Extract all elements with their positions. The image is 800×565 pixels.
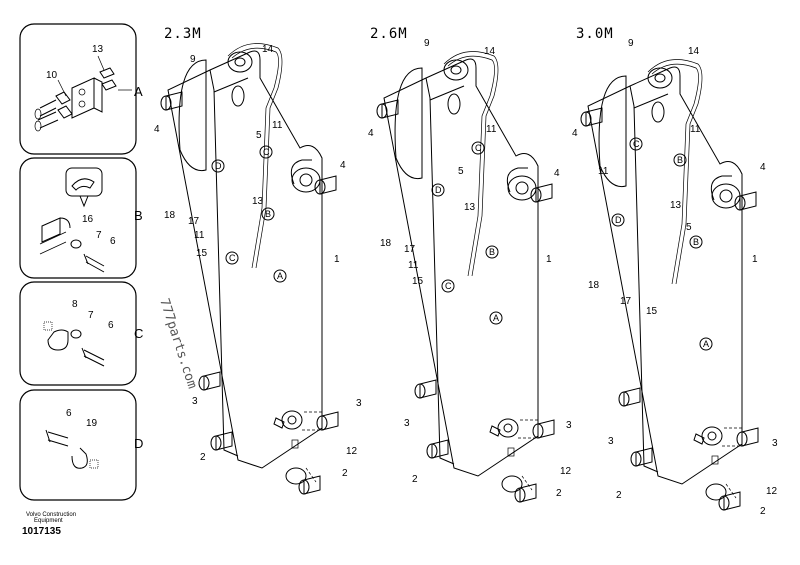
document-number: 1017135: [22, 526, 61, 537]
v3-label-13: 13: [670, 200, 682, 211]
arm-variant-2: 9 14 4 11 C 5 D 13 4 18 17 B 11 15 C A 1…: [368, 38, 572, 503]
panel-a-part-13: 13: [92, 44, 104, 55]
v1-label-17: 17: [188, 216, 200, 227]
brand-line-1: Volvo Construction: [26, 512, 76, 518]
side-panel-a: 13 10 A: [19, 23, 143, 155]
v3-callout-d: D: [615, 215, 622, 225]
v3-callout-c: C: [633, 139, 640, 149]
watermark: 777parts.com: [156, 297, 199, 391]
v3-label-17: 17: [620, 296, 632, 307]
v3-label-4b: 4: [760, 162, 766, 173]
panel-b-letter: B: [134, 208, 143, 223]
v2-callout-a: A: [493, 313, 499, 323]
panel-b-part-16: 16: [82, 214, 94, 225]
v2-callout-c2: C: [445, 281, 452, 291]
panel-b-part-7: 7: [96, 230, 102, 241]
v3-label-11a: 11: [690, 124, 701, 135]
v1-label-15: 15: [196, 248, 208, 259]
side-panel-b: 16 7 6 B: [19, 157, 143, 279]
v3-label-9: 9: [628, 38, 634, 49]
v2-label-4a: 4: [368, 128, 374, 139]
v1-callout-c1: C: [263, 147, 270, 157]
v1-label-4a: 4: [154, 124, 160, 135]
variant-title-2: 2.6M: [370, 26, 408, 42]
v1-label-11a: 11: [272, 120, 283, 131]
v2-label-18: 18: [380, 238, 392, 249]
v3-label-12: 12: [766, 486, 778, 497]
v2-label-14: 14: [484, 46, 496, 57]
v2-label-2b: 2: [556, 488, 562, 499]
v2-callout-b: B: [489, 247, 495, 257]
v1-label-9: 9: [190, 54, 196, 65]
v2-callout-d: D: [435, 185, 442, 195]
v1-label-11b: 11: [194, 230, 205, 241]
v1-label-2a: 2: [200, 452, 206, 463]
v3-label-1: 1: [752, 254, 758, 265]
arm-variant-3: 9 14 4 11 C B 11 4 13 D 5 B 18 17 15 A 1…: [572, 38, 778, 517]
v1-label-2b: 2: [342, 468, 348, 479]
panel-a-part-10: 10: [46, 70, 58, 81]
panel-d-part-19: 19: [86, 418, 98, 429]
variant-title-1: 2.3M: [164, 26, 202, 42]
v2-label-1: 1: [546, 254, 552, 265]
v1-callout-d: D: [215, 161, 222, 171]
v1-callout-a: A: [277, 271, 283, 281]
v3-label-2b: 2: [760, 506, 766, 517]
v1-label-12: 12: [346, 446, 358, 457]
v3-label-2a: 2: [616, 490, 622, 501]
v1-label-4b: 4: [340, 160, 346, 171]
v2-label-11a: 11: [486, 124, 497, 135]
v3-callout-a: A: [703, 339, 709, 349]
v2-label-11b: 11: [408, 260, 419, 271]
v3-label-18: 18: [588, 280, 600, 291]
v3-label-3b: 3: [772, 438, 778, 449]
v1-label-3a: 3: [192, 396, 198, 407]
v3-callout-b1: B: [677, 155, 683, 165]
v2-callout-c1: C: [475, 143, 482, 153]
v1-label-1: 1: [334, 254, 340, 265]
v1-callout-b: B: [265, 209, 271, 219]
v3-label-3a: 3: [608, 436, 614, 447]
panel-b-part-6: 6: [110, 236, 116, 247]
panel-d-part-6: 6: [66, 408, 72, 419]
v1-callout-c2: C: [229, 253, 236, 263]
panel-c-part-8: 8: [72, 299, 78, 310]
panel-a-letter: A: [134, 84, 143, 99]
panel-c-letter: C: [134, 326, 143, 341]
panel-c-part-6: 6: [108, 320, 114, 331]
v3-label-4a: 4: [572, 128, 578, 139]
v3-callout-b2: B: [693, 237, 699, 247]
v3-label-14: 14: [688, 46, 700, 57]
brand-line-2: Equipment: [34, 518, 63, 524]
arm-variant-1: 9 14 4 11 5 C D 13 4 18 17 11 B 15 A C 1…: [154, 43, 362, 495]
v2-label-4b: 4: [554, 168, 560, 179]
v2-label-12: 12: [560, 466, 572, 477]
v2-label-3b: 3: [566, 420, 572, 431]
variant-title-3: 3.0M: [576, 26, 614, 42]
v1-label-18: 18: [164, 210, 176, 221]
v3-label-15: 15: [646, 306, 658, 317]
panel-d-letter: D: [134, 436, 143, 451]
v2-label-9: 9: [424, 38, 430, 49]
side-panel-d: 6 19 D: [19, 389, 143, 501]
side-panel-c: 8 7 6 C: [19, 281, 143, 386]
v1-label-5: 5: [256, 130, 262, 141]
v2-label-15: 15: [412, 276, 424, 287]
panel-c-part-7: 7: [88, 310, 94, 321]
v3-label-5: 5: [686, 222, 692, 233]
v2-label-3a: 3: [404, 418, 410, 429]
v2-label-17: 17: [404, 244, 416, 255]
v1-label-3b: 3: [356, 398, 362, 409]
v3-label-11b: 11: [598, 166, 609, 177]
v1-label-14: 14: [262, 44, 274, 55]
v2-label-2a: 2: [412, 474, 418, 485]
v1-label-13: 13: [252, 196, 264, 207]
v2-label-5: 5: [458, 166, 464, 177]
v2-label-13: 13: [464, 202, 476, 213]
